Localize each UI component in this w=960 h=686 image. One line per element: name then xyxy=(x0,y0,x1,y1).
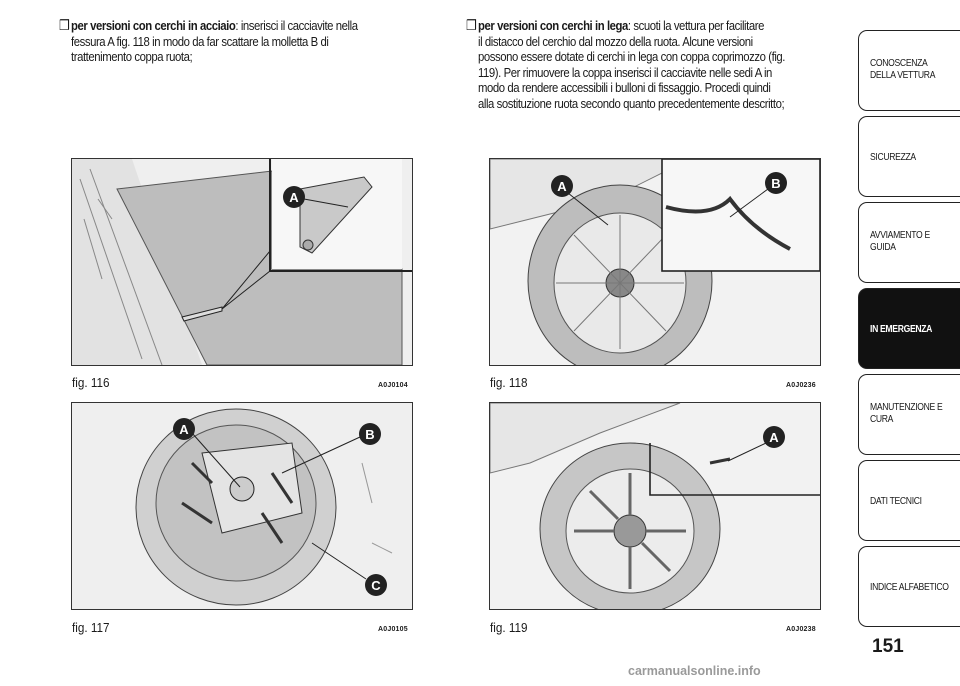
page-number: 151 xyxy=(872,636,904,657)
spare-wheel-illustration: A B C xyxy=(72,403,412,609)
trunk-illustration: A xyxy=(72,159,412,365)
figure-code: A0J0238 xyxy=(786,626,816,633)
label-a: A xyxy=(769,430,779,445)
tab-indice-alfabetico[interactable]: INDICE ALFABETICO xyxy=(858,546,960,627)
watermark: carmanualsonline.info xyxy=(628,664,761,678)
figure-code: A0J0104 xyxy=(378,382,408,389)
right-paragraph: ❒ per versioni con cerchi in lega: scuot… xyxy=(465,17,786,111)
figure-code: A0J0236 xyxy=(786,382,816,389)
figure-116-trunk-screwdriver: A xyxy=(71,158,413,366)
tab-conoscenza[interactable]: CONOSCENZA DELLA VETTURA xyxy=(858,30,960,111)
steel-rim-illustration: A B xyxy=(490,159,820,365)
figure-code: A0J0105 xyxy=(378,626,408,633)
figure-caption: fig. 117 xyxy=(72,620,110,635)
figure-119-alloy-rim: A xyxy=(489,402,821,610)
figure-caption: fig. 116 xyxy=(72,375,110,390)
bullet-icon: ❒ xyxy=(58,17,70,33)
left-paragraph: ❒ per versioni con cerchi in acciaio: in… xyxy=(58,17,358,65)
tab-in-emergenza[interactable]: IN EMERGENZA xyxy=(858,288,960,369)
tab-avviamento[interactable]: AVVIAMENTO E GUIDA xyxy=(858,202,960,283)
label-a: A xyxy=(557,179,567,194)
figure-117-spare-wheel: A B C xyxy=(71,402,413,610)
label-b: B xyxy=(771,176,780,191)
tab-manutenzione[interactable]: MANUTENZIONE E CURA xyxy=(858,374,960,455)
alloy-rim-illustration: A xyxy=(490,403,820,609)
label-c: C xyxy=(371,578,381,593)
figure-caption: fig. 119 xyxy=(490,620,528,635)
label-a: A xyxy=(179,422,189,437)
label-b: B xyxy=(365,427,374,442)
figure-118-steel-rim: A B xyxy=(489,158,821,366)
tab-dati-tecnici[interactable]: DATI TECNICI xyxy=(858,460,960,541)
label-a: A xyxy=(289,190,299,205)
bullet-icon: ❒ xyxy=(465,17,477,33)
steel-rims-lead: per versioni con cerchi in acciaio xyxy=(71,18,236,33)
figure-caption: fig. 118 xyxy=(490,375,528,390)
tab-sicurezza[interactable]: SICUREZZA xyxy=(858,116,960,197)
alloy-rims-lead: per versioni con cerchi in lega xyxy=(478,18,628,33)
